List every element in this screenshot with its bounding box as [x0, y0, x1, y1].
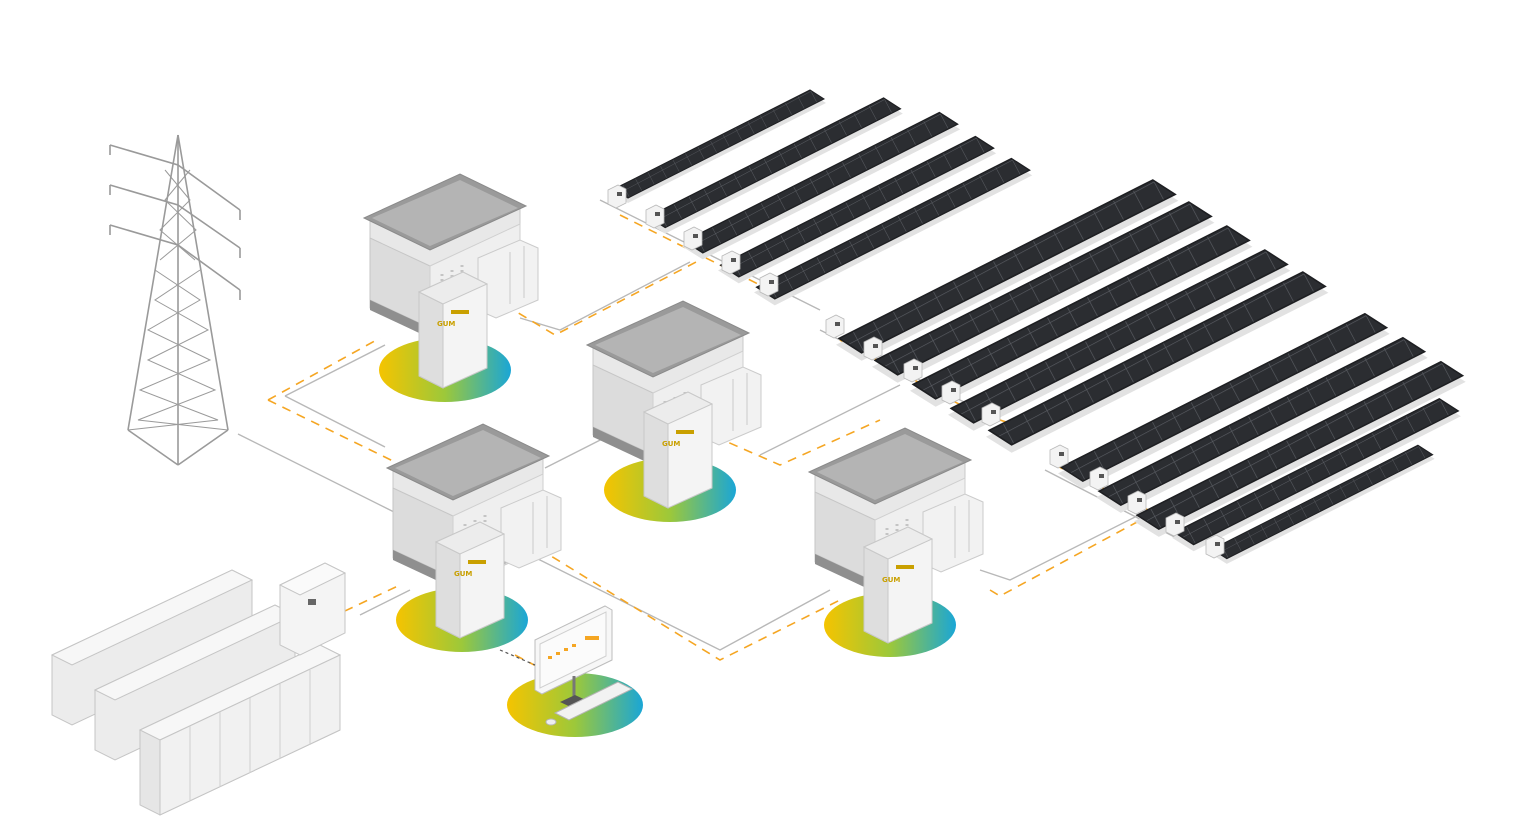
substation-logo: GUM — [437, 320, 455, 328]
substation-logo: GUM — [882, 576, 900, 584]
substation-logo: GUM — [662, 440, 680, 448]
substation-3: GUM — [385, 422, 563, 653]
substation-4: GUM — [807, 426, 985, 658]
substation-1: GUM — [362, 172, 540, 403]
substation-2: GUM — [585, 299, 763, 523]
battery-storage — [50, 562, 347, 816]
control-workstation — [499, 605, 643, 737]
transmission-tower — [109, 134, 241, 466]
substation-logo: GUM — [454, 570, 472, 578]
